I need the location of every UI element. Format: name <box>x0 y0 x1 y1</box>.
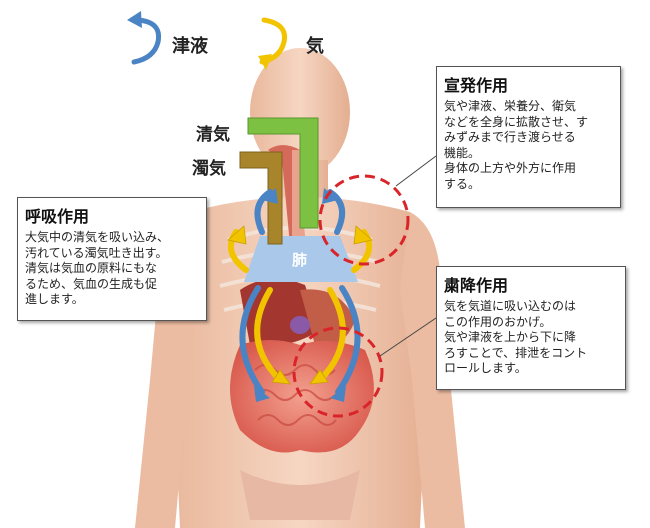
qi-arrowheads <box>227 225 373 385</box>
clean-qi-label: 清気 <box>196 125 230 145</box>
descending-line: 気や津液を上から下に降 <box>444 330 577 344</box>
breathing-line: 進します。 <box>25 292 84 306</box>
turbid-qi-label: 濁気 <box>192 159 226 179</box>
dispersing-line: 機能。 <box>444 145 481 160</box>
dispersing-line: 身体の上方や外方に作用 <box>444 161 577 175</box>
body-fluid-flow-arrows <box>239 189 361 395</box>
breathing-line: 汚れている濁気吐き出す。 <box>25 245 168 260</box>
dispersing-function-box: 宣発作用 気や津液、栄養分、衛気 などを全身に拡散させ、す みずみまで行き渡らせ… <box>436 66 621 208</box>
clean-qi-arrow <box>247 117 319 229</box>
dispersing-line: などを全身に拡散させ、す <box>444 114 589 129</box>
callout-circles <box>292 174 410 418</box>
legend-qi-label: 気 <box>306 36 324 57</box>
descending-line: ろすことで、排泄をコント <box>444 345 588 360</box>
descending-line: この作用のおかげ。 <box>444 314 552 329</box>
breathing-line: 清気は気血の原料にもな <box>25 261 158 275</box>
abdominal-organs <box>230 278 374 520</box>
qi-flow-arrows <box>227 229 373 383</box>
legend-body-fluid-arrow <box>127 11 162 65</box>
dispersing-title: 宣発作用 <box>444 76 509 95</box>
legend-qi-arrow <box>258 17 288 70</box>
descending-line: ロールします。 <box>444 361 527 375</box>
descending-line: 気を気道に吸い込むのは <box>444 299 577 313</box>
breathing-title: 呼吸作用 <box>25 207 90 226</box>
lung-label: 肺 <box>292 251 308 269</box>
descending-function-box: 粛降作用 気を気道に吸い込むのは この作用のおかげ。 気や津液を上から下に降 ろ… <box>436 266 626 390</box>
dispersing-line: みずみまで行き渡らせる <box>444 130 576 144</box>
dispersing-line: する。 <box>444 176 481 191</box>
callout-leaders <box>379 155 437 357</box>
breathing-line: 大気中の清気を吸い込み、 <box>25 230 170 244</box>
legend-body-fluid-label: 津液 <box>172 36 208 57</box>
lung-shape <box>244 236 358 282</box>
turbid-qi-arrow <box>239 151 283 245</box>
dispersing-line: 気や津液、栄養分、衛気 <box>444 99 577 113</box>
descending-title: 粛降作用 <box>444 276 509 295</box>
breathing-function-box: 呼吸作用 大気中の清気を吸い込み、 汚れている濁気吐き出す。 清気は気血の原料に… <box>17 197 207 321</box>
body-fluid-arrowheads <box>254 188 346 402</box>
breathing-line: るため、気血の生成も促 <box>25 276 158 291</box>
